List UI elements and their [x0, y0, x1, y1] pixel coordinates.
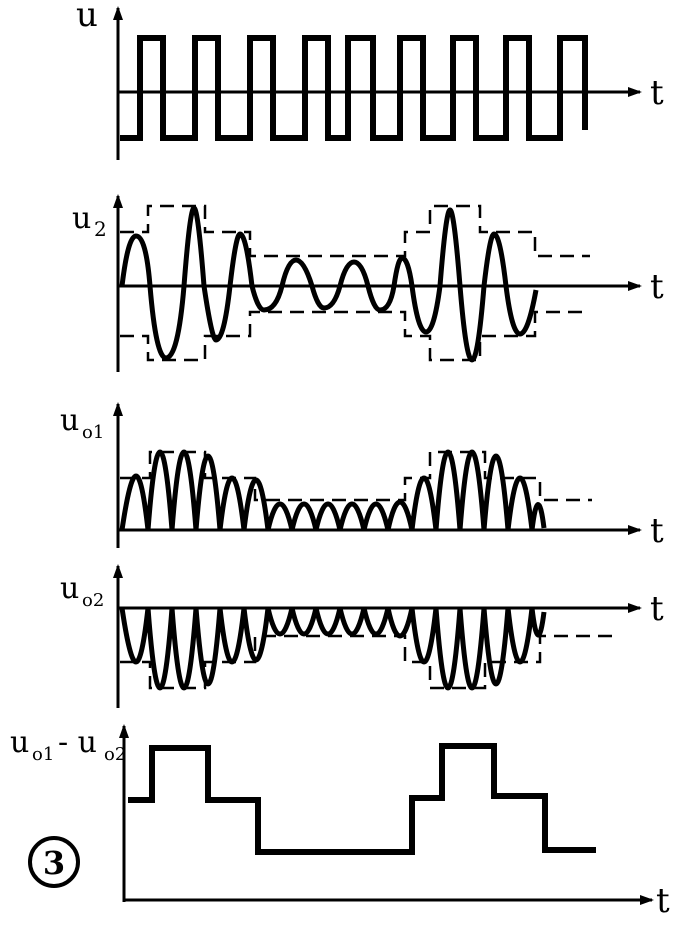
panel-diff-y-label-minus: - u — [58, 725, 97, 760]
panel-uo2: u o2 t — [60, 564, 664, 708]
panel-uo1-y-subscript: o1 — [82, 422, 104, 443]
panel-diff-y-label: u — [10, 725, 29, 760]
panel-uo2-y-label: u — [60, 571, 79, 606]
panel-diff-y-subscript: o1 — [32, 744, 54, 765]
panel-uo1: u o1 t — [60, 402, 664, 551]
panel-uo2-y-subscript: o2 — [82, 590, 104, 611]
panel-u: u t — [76, 0, 664, 160]
panel-u-square-wave — [120, 35, 588, 141]
panel-uo1-signal — [119, 449, 547, 531]
panel-uo2-signal — [119, 607, 547, 691]
panel-diff-signal — [128, 743, 596, 855]
panel-diff: u o1 - u o2 t — [10, 724, 670, 921]
panel-diff-x-label: t — [656, 881, 670, 921]
figure-label-badge: 3 — [28, 836, 80, 888]
panel-uo1-envelope — [120, 450, 592, 502]
panel-uo2-x-label: t — [650, 589, 664, 629]
panel-u2-upper-envelope — [120, 204, 590, 258]
panel-u2-y-label: u — [72, 201, 91, 236]
panel-diff-y-subscript-2: o2 — [104, 744, 126, 765]
panel-uo1-y-label: u — [60, 403, 79, 438]
panel-u-y-label: u — [76, 0, 98, 35]
figure-label-text: 3 — [43, 844, 65, 882]
panel-u2-y-subscript: 2 — [94, 217, 107, 241]
panel-u2-signal — [119, 205, 539, 363]
panel-u2-lower-envelope — [120, 310, 590, 362]
panel-uo1-x-label: t — [650, 511, 664, 551]
panel-u2: u 2 t — [72, 194, 664, 372]
panel-uo2-envelope — [120, 634, 620, 690]
panel-u-x-label: t — [650, 73, 664, 113]
panel-u2-x-label: t — [650, 267, 664, 307]
